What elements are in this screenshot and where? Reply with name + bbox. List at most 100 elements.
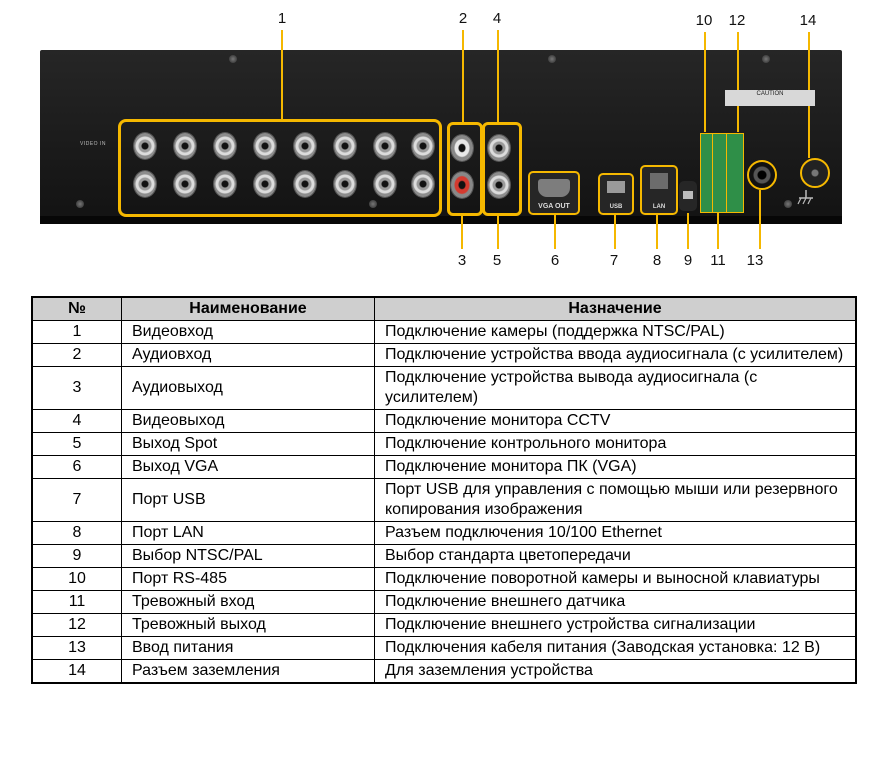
leader-line	[461, 213, 463, 249]
row-purpose: Подключение монитора ПК (VGA)	[374, 455, 857, 479]
leader-line	[704, 32, 706, 132]
video-out-spot-group	[482, 122, 522, 216]
row-number: 2	[31, 343, 122, 367]
vga-connector-icon	[538, 179, 570, 197]
row-number: 3	[31, 366, 122, 410]
row-name: Порт LAN	[121, 521, 375, 545]
row-number: 14	[31, 659, 122, 684]
row-name: Аудиовыход	[121, 366, 375, 410]
bnc-connector-icon	[214, 133, 236, 159]
leader-line	[656, 213, 658, 249]
row-number: 10	[31, 567, 122, 591]
audio-connector-group	[447, 122, 483, 216]
ground-screw-icon	[800, 158, 830, 188]
screw-icon	[229, 55, 237, 63]
bnc-connector-icon	[374, 133, 396, 159]
ground-symbol-icon	[797, 190, 813, 205]
leader-line	[687, 213, 689, 249]
callout-14: 14	[799, 12, 817, 29]
bnc-connector-icon	[294, 171, 316, 197]
bnc-connector-icon	[374, 171, 396, 197]
row-number: 13	[31, 636, 122, 660]
row-name: Ввод питания	[121, 636, 375, 660]
leader-line	[614, 213, 616, 249]
leader-line	[737, 32, 739, 132]
vga-port-label: VGA OUT	[538, 203, 570, 210]
video-in-panel-label: VIDEO IN	[80, 141, 106, 147]
bnc-connector-icon	[412, 171, 434, 197]
row-purpose: Подключение монитора CCTV	[374, 409, 857, 433]
row-name: Порт USB	[121, 478, 375, 522]
lan-port: LAN	[640, 165, 678, 215]
bnc-connector-icon	[134, 133, 156, 159]
screw-icon	[76, 200, 84, 208]
row-number: 5	[31, 432, 122, 456]
header-name: Наименование	[121, 296, 375, 321]
bnc-connector-icon	[334, 133, 356, 159]
row-name: Выбор NTSC/PAL	[121, 544, 375, 568]
row-purpose: Подключение камеры (поддержка NTSC/PAL)	[374, 320, 857, 344]
row-name: Тревожный выход	[121, 613, 375, 637]
row-purpose: Подключение внешнего устройства сигнализ…	[374, 613, 857, 637]
usb-port: USB	[598, 173, 634, 215]
row-purpose: Подключения кабеля питания (Заводская ус…	[374, 636, 857, 660]
row-purpose: Для заземления устройства	[374, 659, 857, 684]
screw-icon	[784, 200, 792, 208]
callout-12: 12	[728, 12, 746, 29]
callout-4: 4	[492, 10, 502, 27]
switch-icon	[683, 191, 693, 199]
row-name: Видеовход	[121, 320, 375, 344]
device-rear-panel-figure: 1 2 4 10 12 14 3 5 6 7 8 9 11 13 VIDEO I…	[0, 0, 891, 285]
leader-line	[497, 213, 499, 249]
leader-line	[554, 213, 556, 249]
row-purpose: Порт USB для управления с помощью мыши и…	[374, 478, 857, 522]
row-number: 6	[31, 455, 122, 479]
alarm-out-terminal-block	[726, 133, 744, 213]
leader-line	[497, 30, 499, 122]
row-name: Порт RS-485	[121, 567, 375, 591]
row-purpose: Подключение внешнего датчика	[374, 590, 857, 614]
rca-audio-out-icon	[451, 172, 473, 198]
usb-port-label: USB	[609, 204, 623, 210]
callout-5: 5	[492, 252, 502, 269]
callout-11: 11	[710, 252, 726, 269]
bnc-connector-icon	[294, 133, 316, 159]
row-name: Выход Spot	[121, 432, 375, 456]
callout-1: 1	[277, 10, 287, 27]
callout-9: 9	[683, 252, 693, 269]
bnc-connector-icon	[412, 133, 434, 159]
row-name: Тревожный вход	[121, 590, 375, 614]
video-input-bnc-group	[118, 119, 442, 217]
bnc-connector-icon	[254, 171, 276, 197]
header-number: №	[31, 296, 122, 321]
caution-label: CAUTION	[756, 91, 784, 97]
row-number: 7	[31, 478, 122, 522]
row-number: 4	[31, 409, 122, 433]
row-name: Разъем заземления	[121, 659, 375, 684]
leader-line	[759, 190, 761, 249]
header-purpose: Назначение	[374, 296, 857, 321]
ntsc-pal-switch	[679, 181, 697, 211]
bnc-connector-icon	[134, 171, 156, 197]
row-name: Аудиовход	[121, 343, 375, 367]
callout-13: 13	[746, 252, 764, 269]
callout-7: 7	[609, 252, 619, 269]
callout-6: 6	[550, 252, 560, 269]
row-number: 8	[31, 521, 122, 545]
bnc-spot-out-icon	[488, 172, 510, 198]
vga-port: VGA OUT	[528, 171, 580, 215]
lan-port-label: LAN	[652, 204, 666, 210]
row-purpose: Подключение поворотной камеры и выносной…	[374, 567, 857, 591]
row-purpose: Выбор стандарта цветопередачи	[374, 544, 857, 568]
